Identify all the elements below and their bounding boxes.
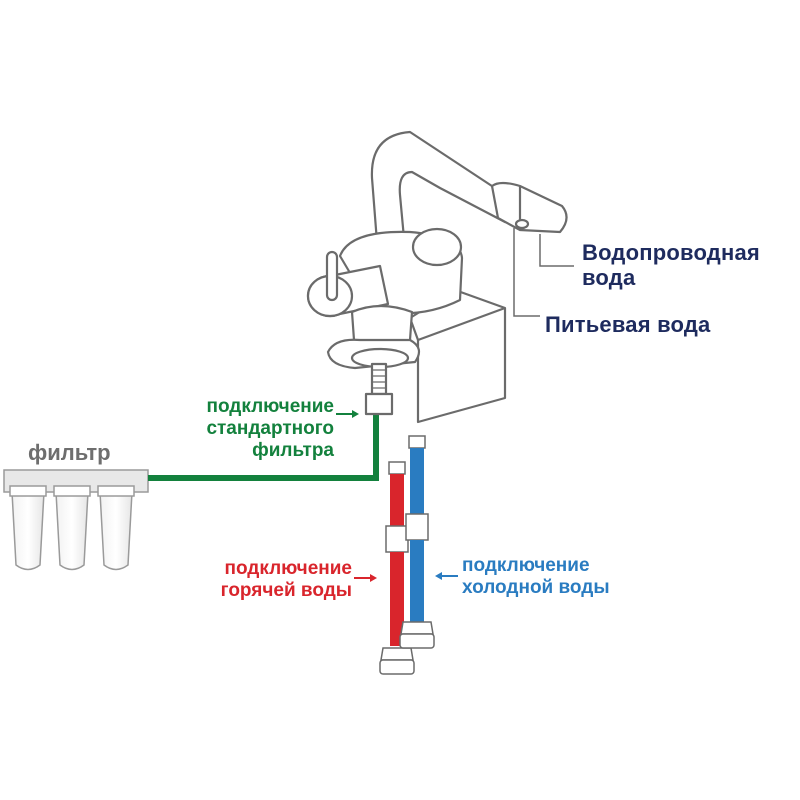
- arrow-left-icon: [435, 572, 458, 580]
- cold-water-hose: [399, 435, 435, 649]
- arrow-right-icon: [336, 410, 359, 418]
- filter-nut: [364, 392, 394, 416]
- standard-filter-label-line3: фильтра: [252, 439, 334, 461]
- hot-water-hose: [379, 461, 415, 675]
- hot-water-label-line2: горячей воды: [220, 579, 352, 601]
- spout-head: [490, 181, 568, 234]
- cold-water-label-line2: холодной воды: [462, 576, 610, 598]
- hot-water-label-line1: подключение: [224, 558, 352, 579]
- filter-cartridge-2: [55, 491, 89, 571]
- standard-filter-label-line1: подключение: [206, 396, 334, 417]
- filter-unit: [3, 469, 149, 571]
- cold-water-label-line1: подключение: [462, 555, 590, 576]
- filter-cartridge-1: [11, 491, 45, 571]
- filter-line: [148, 410, 379, 481]
- mounting-stud: [370, 362, 388, 396]
- tap-water-label: Водопроводная вода: [582, 240, 760, 291]
- body-cap: [411, 227, 463, 267]
- drinking-water-label: Питьевая вода: [545, 312, 711, 337]
- filter-cartridge-3: [99, 491, 133, 571]
- callout-lines: [513, 228, 574, 317]
- filter-label: фильтр: [28, 440, 111, 465]
- arrow-right-icon: [354, 574, 377, 582]
- tap-water-label-line2: вода: [582, 265, 636, 291]
- tap-water-label-line1: Водопроводная: [582, 240, 760, 265]
- standard-filter-label-line2: стандартного: [206, 417, 334, 439]
- standard-filter-label: подключение стандартного фильтра: [206, 396, 334, 462]
- lever-handle: [325, 250, 339, 302]
- faucet: [306, 130, 568, 424]
- hot-water-label: подключение горячей воды: [221, 558, 352, 602]
- cold-water-label: подключение холодной воды: [462, 555, 610, 599]
